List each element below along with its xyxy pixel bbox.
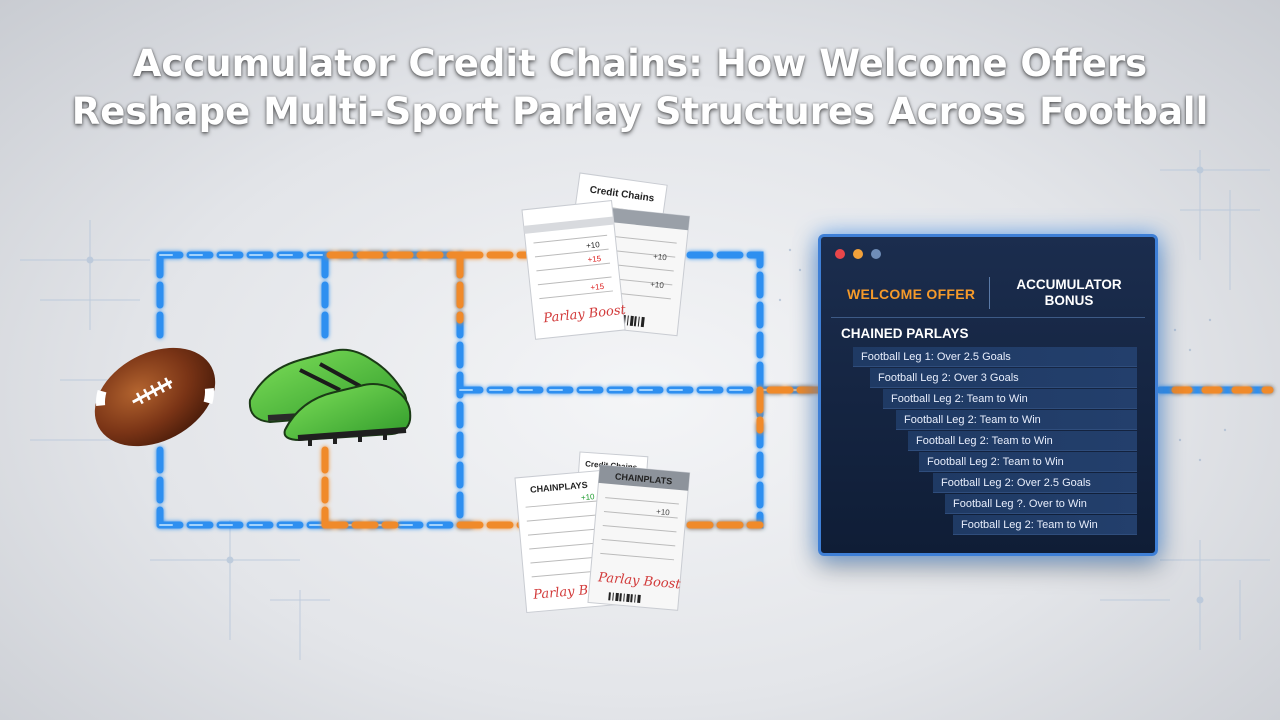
offer-window: WELCOME OFFER ACCUMULATOR BONUS CHAINED … — [818, 234, 1158, 556]
slip-title: CHAINPLATS — [615, 471, 673, 486]
slip-signature: Parlay Boost — [597, 570, 682, 592]
parlay-leg: Football Leg 2: Over 2.5 Goals — [933, 473, 1137, 493]
title-line-2: Reshape Multi-Sport Parlay Structures Ac… — [71, 90, 1209, 133]
close-dot-icon[interactable] — [835, 249, 845, 259]
parlay-leg: Football Leg 2: Team to Win — [908, 431, 1137, 451]
window-controls — [835, 249, 881, 259]
welcome-offer-label: WELCOME OFFER — [847, 286, 976, 302]
title-line-1: Accumulator Credit Chains: How Welcome O… — [132, 42, 1148, 85]
header-divider — [989, 277, 990, 309]
slip-odds: +15 — [587, 254, 602, 264]
slip-odds: +10 — [650, 280, 665, 290]
particle-dots — [778, 248, 1227, 462]
american-football-icon — [94, 347, 216, 447]
minimize-dot-icon[interactable] — [853, 249, 863, 259]
panel-divider — [831, 317, 1145, 318]
chained-parlays-heading: CHAINED PARLAYS — [841, 326, 969, 341]
slip-odds: +10 — [581, 492, 596, 502]
slip-odds: +10 — [586, 240, 601, 250]
parlay-leg: Football Leg 2: Over 3 Goals — [870, 368, 1137, 388]
parlay-leg: Football Leg 2: Team to Win — [953, 515, 1137, 535]
parlay-leg: Football Leg 2: Team to Win — [919, 452, 1137, 472]
bet-slip-top-front: +10 +15 +15 Parlay Boost — [521, 200, 627, 340]
bet-slip-bottom-right: CHAINPLATS +10 Parlay Boost — [587, 464, 691, 611]
page-title: Accumulator Credit Chains: How Welcome O… — [0, 40, 1280, 136]
slip-odds: +10 — [653, 252, 668, 262]
parlay-leg: Football Leg 2: Team to Win — [896, 410, 1137, 430]
circuit-lines — [20, 150, 1270, 660]
football-boots-icon — [248, 348, 412, 446]
parlay-leg: Football Leg ?. Over to Win — [945, 494, 1137, 514]
panel-header: WELCOME OFFER ACCUMULATOR BONUS — [821, 273, 1155, 315]
parlay-leg: Football Leg 1: Over 2.5 Goals — [853, 347, 1137, 367]
maximize-dot-icon[interactable] — [871, 249, 881, 259]
orange-chains — [321, 251, 1274, 529]
accumulator-bonus-label: ACCUMULATOR BONUS — [1016, 277, 1122, 308]
parlay-leg: Football Leg 2: Team to Win — [883, 389, 1137, 409]
slip-odds: +15 — [590, 282, 605, 292]
slip-odds: +10 — [656, 507, 671, 517]
